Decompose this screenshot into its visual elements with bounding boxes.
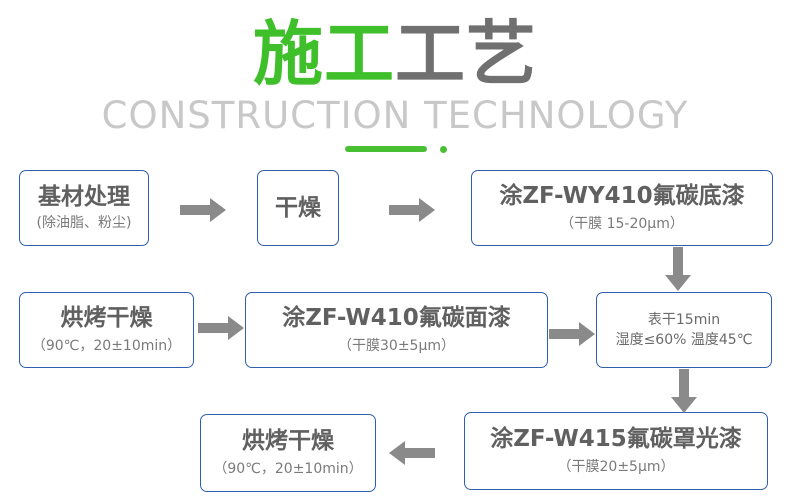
step-title: 涂ZF-W415氟碳罩光漆 <box>490 426 742 453</box>
title-underline <box>345 146 427 152</box>
arrow-right-icon <box>198 316 244 340</box>
arrow-down-icon <box>665 247 691 291</box>
step-bake-dry-1: 烘烤干燥 （90℃，20±10min） <box>19 292 194 368</box>
step-title: 烘烤干燥 <box>242 428 334 455</box>
step-substrate-treatment: 基材处理 (除油脂、粉尘) <box>19 170 149 246</box>
step-note: （90℃，20±10min） <box>31 337 182 354</box>
step-note: （干膜20±5μm） <box>557 458 675 475</box>
step-note: （干膜 15-20μm） <box>560 215 684 232</box>
arrow-right-icon <box>549 322 595 346</box>
step-note: （干膜30±5μm） <box>338 337 455 354</box>
step-clearcoat: 涂ZF-W415氟碳罩光漆 （干膜20±5μm） <box>464 412 768 490</box>
page-title: 施工工艺 <box>0 14 790 94</box>
step-bake-dry-2: 烘烤干燥 （90℃，20±10min） <box>200 414 376 492</box>
step-drying: 干燥 <box>257 170 339 246</box>
step-title: 基材处理 <box>38 184 130 211</box>
arrow-right-icon <box>389 198 435 222</box>
flash-line-2: 湿度≤60% 温度45℃ <box>615 332 753 348</box>
step-title: 干燥 <box>275 194 321 221</box>
title-green-part: 施工 <box>253 13 395 95</box>
arrow-down-icon <box>671 369 697 413</box>
step-primer-coat: 涂ZF-WY410氟碳底漆 （干膜 15-20μm） <box>471 170 773 246</box>
title-gray-part: 工艺 <box>395 13 537 95</box>
step-topcoat: 涂ZF-W410氟碳面漆 （干膜30±5μm） <box>245 292 548 368</box>
page-subtitle: CONSTRUCTION TECHNOLOGY <box>101 94 689 137</box>
title-underline-dot <box>440 146 447 153</box>
step-note: （90℃，20±10min） <box>213 460 363 477</box>
step-note: (除油脂、粉尘) <box>36 214 132 231</box>
step-title: 涂ZF-W410氟碳面漆 <box>282 305 511 332</box>
flash-line-1: 表干15min <box>647 311 721 328</box>
step-flash-off: 表干15min 湿度≤60% 温度45℃ <box>596 292 772 368</box>
arrow-left-icon <box>389 441 435 465</box>
step-title: 涂ZF-WY410氟碳底漆 <box>499 183 745 210</box>
arrow-right-icon <box>180 198 226 222</box>
step-title: 烘烤干燥 <box>60 305 153 332</box>
